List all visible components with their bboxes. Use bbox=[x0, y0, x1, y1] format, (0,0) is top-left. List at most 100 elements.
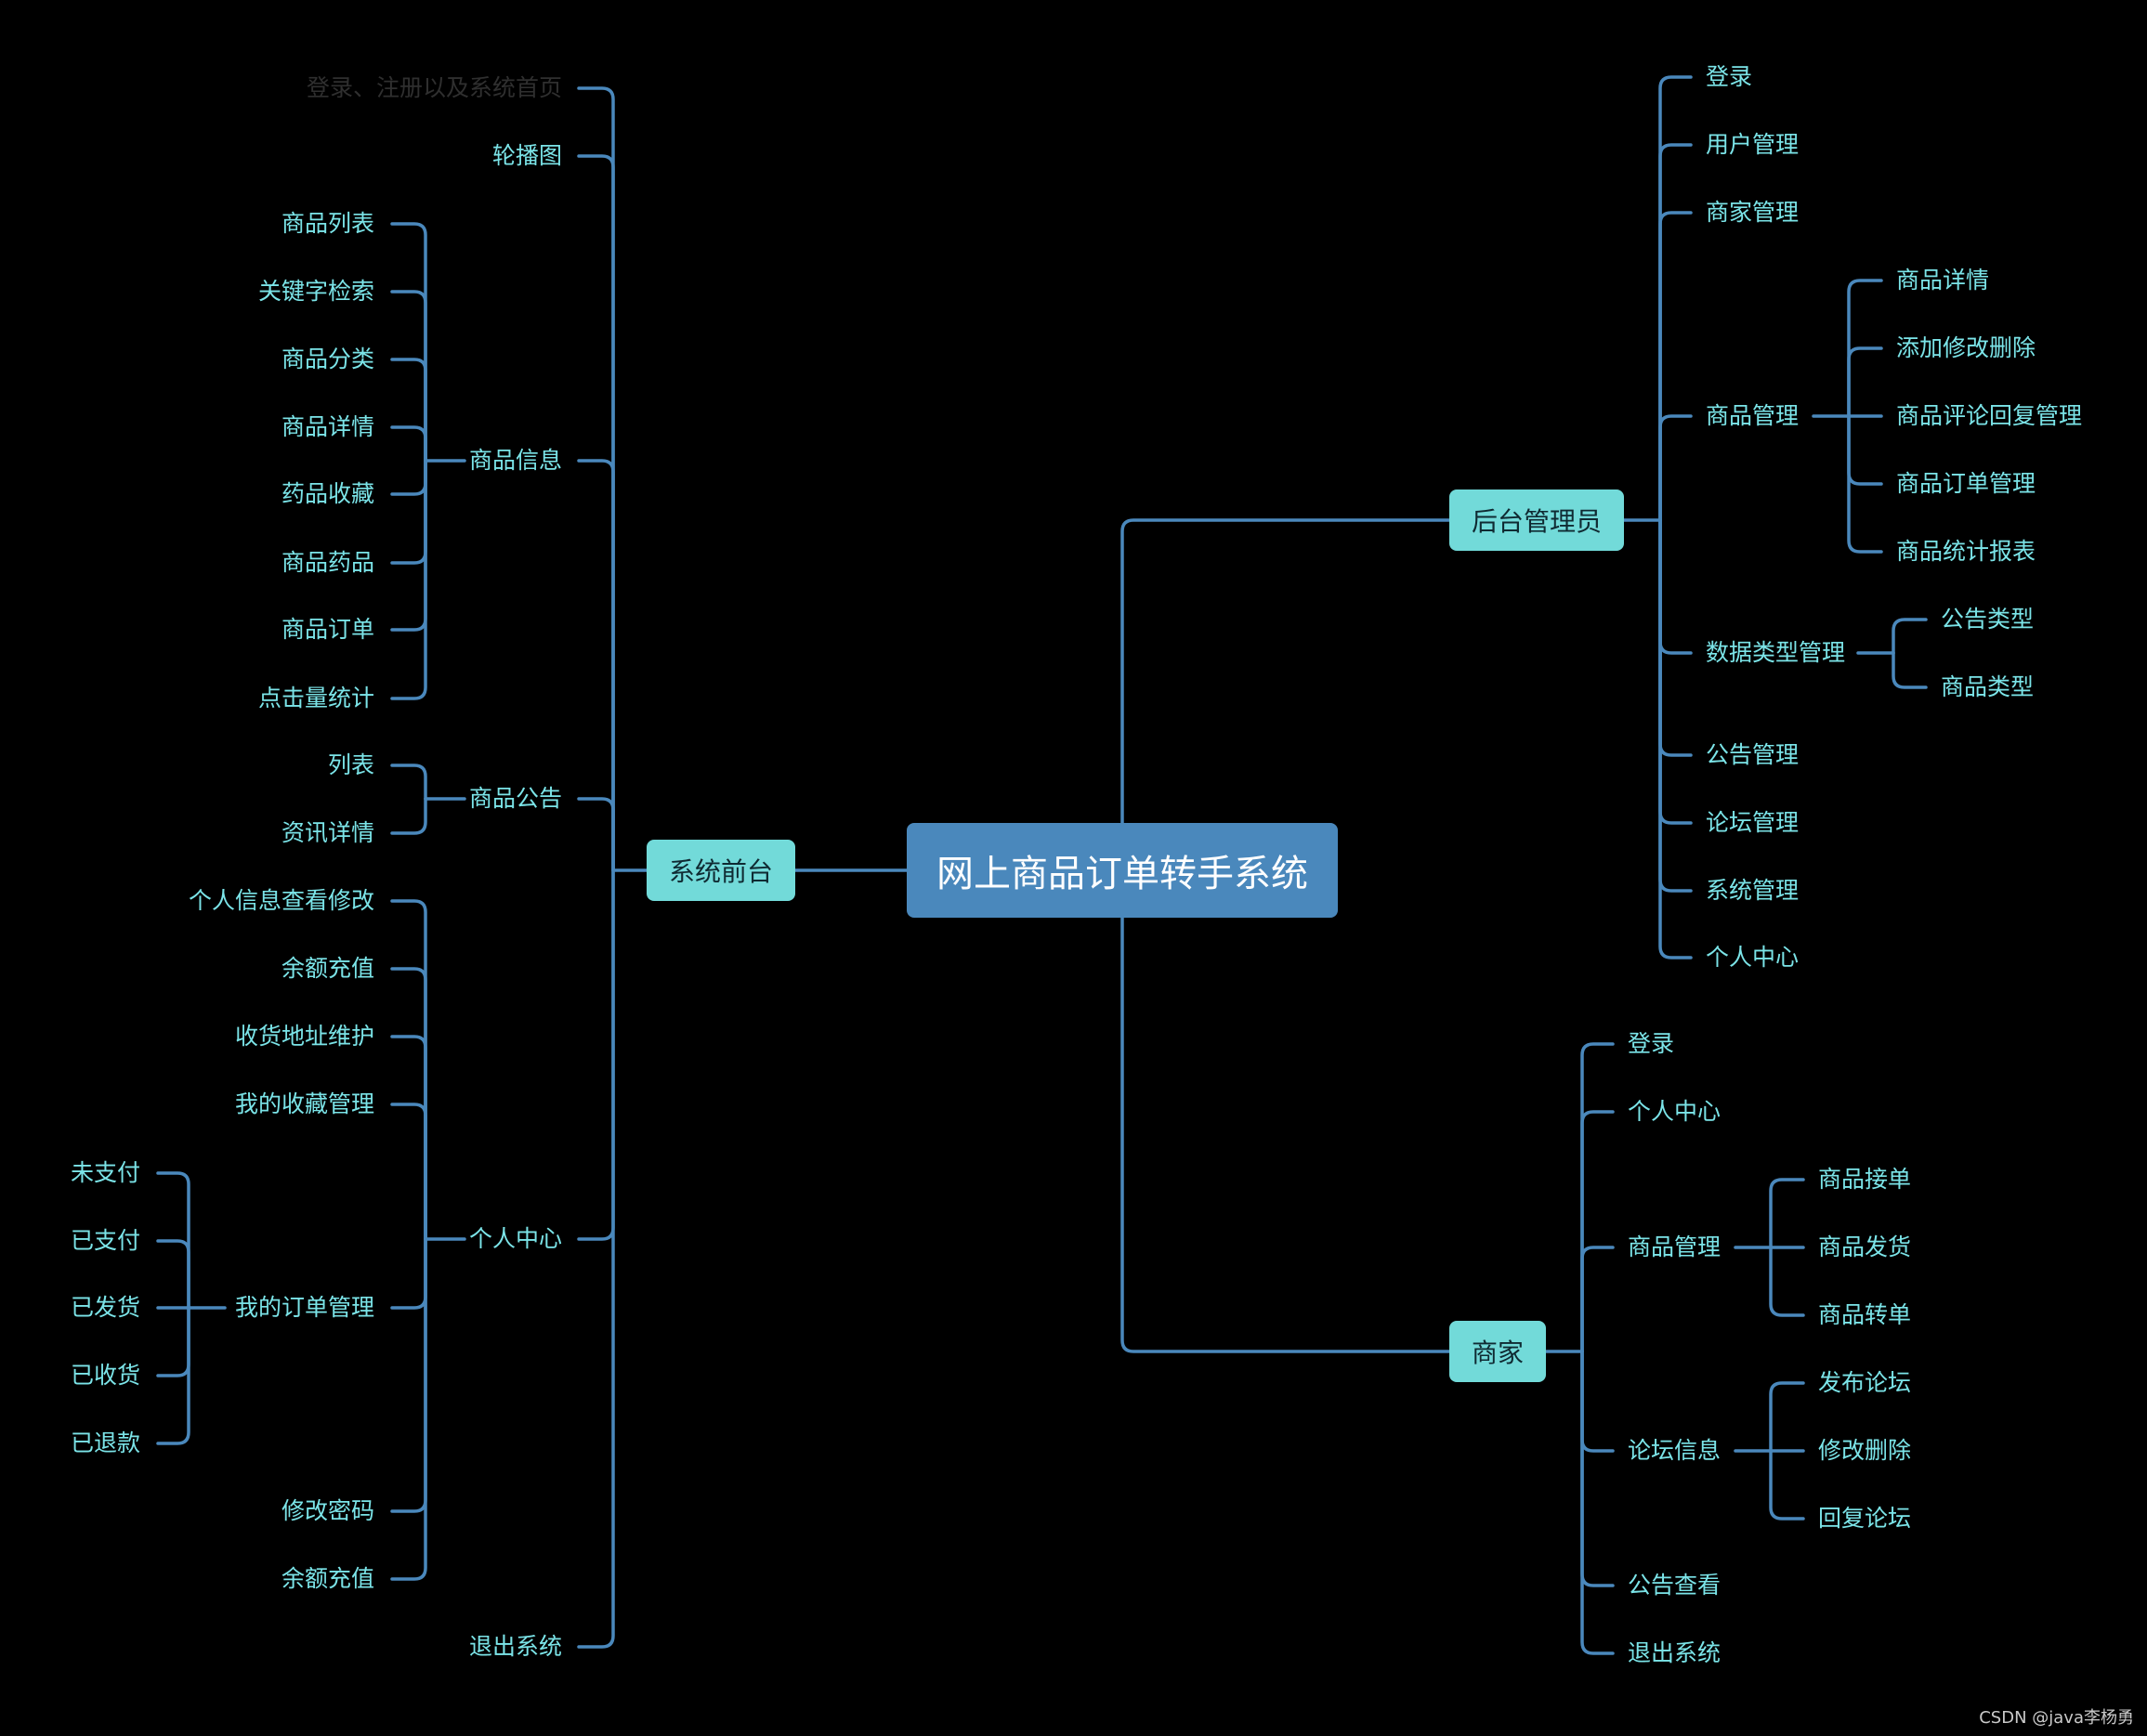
connector-line-32 bbox=[156, 1306, 190, 1377]
connector-line-15 bbox=[390, 459, 427, 632]
merchant-item-3-child-2[interactable]: 回复论坛 bbox=[1818, 1505, 1912, 1532]
connector-line-45 bbox=[1658, 518, 1693, 959]
connector-line-35 bbox=[1120, 916, 1451, 1353]
front-item-4[interactable]: 个人中心 bbox=[468, 1225, 562, 1252]
front-item-2-child-5[interactable]: 商品药品 bbox=[281, 549, 374, 576]
connector-line-3 bbox=[577, 154, 615, 872]
connector-line-25 bbox=[390, 1237, 427, 1310]
connector-line-11 bbox=[390, 358, 427, 463]
connector-line-30 bbox=[156, 1239, 190, 1310]
admin-item-2[interactable]: 商家管理 bbox=[1706, 199, 1800, 226]
admin-item-3-child-2[interactable]: 商品评论回复管理 bbox=[1896, 402, 2083, 429]
admin-item-4-child-1[interactable]: 商品类型 bbox=[1941, 673, 2035, 700]
connector-line-67 bbox=[1769, 1381, 1805, 1453]
merchant-item-3-child-1[interactable]: 修改删除 bbox=[1818, 1437, 1912, 1464]
admin-item-3-child-4[interactable]: 商品统计报表 bbox=[1896, 538, 2036, 565]
connector-line-63 bbox=[1769, 1178, 1805, 1249]
connector-line-19 bbox=[390, 797, 427, 835]
connector-line-33 bbox=[156, 1306, 190, 1445]
front-item-4-child-4-leaf-4[interactable]: 已退款 bbox=[70, 1429, 140, 1456]
admin-item-5[interactable]: 公告管理 bbox=[1706, 741, 1800, 768]
connector-line-12 bbox=[390, 425, 427, 463]
front-item-3-child-1[interactable]: 资讯详情 bbox=[281, 819, 374, 846]
front-item-4-child-4-leaf-0[interactable]: 未支付 bbox=[70, 1159, 140, 1186]
front-item-4-child-4[interactable]: 我的订单管理 bbox=[234, 1294, 374, 1321]
connector-line-22 bbox=[390, 967, 427, 1241]
front-item-4-child-4-leaf-1[interactable]: 已支付 bbox=[70, 1227, 140, 1254]
connector-line-14 bbox=[390, 459, 427, 565]
connector-line-59 bbox=[1580, 1350, 1615, 1453]
front-item-4-child-3[interactable]: 我的收藏管理 bbox=[234, 1090, 374, 1117]
merchant-item-2-child-2[interactable]: 商品转单 bbox=[1818, 1301, 1912, 1328]
merchant-item-2-child-0[interactable]: 商品接单 bbox=[1818, 1166, 1912, 1193]
merchant-item-2[interactable]: 商品管理 bbox=[1628, 1233, 1722, 1260]
admin-item-3-child-3[interactable]: 商品订单管理 bbox=[1896, 470, 2036, 497]
connector-line-16 bbox=[390, 459, 427, 700]
root-node[interactable]: 网上商品订单转手系统 bbox=[907, 823, 1338, 918]
admin-item-0[interactable]: 登录 bbox=[1706, 63, 1753, 90]
connector-line-50 bbox=[1847, 414, 1883, 486]
branch-node-merchant[interactable]: 商家 bbox=[1449, 1321, 1546, 1382]
front-item-2-child-6[interactable]: 商品订单 bbox=[281, 616, 374, 643]
connector-line-5 bbox=[577, 797, 615, 872]
front-item-3[interactable]: 商品公告 bbox=[468, 785, 562, 812]
connector-line-56 bbox=[1580, 1042, 1615, 1353]
front-item-4-child-2[interactable]: 收货地址维护 bbox=[234, 1023, 374, 1050]
connector-line-27 bbox=[390, 1237, 427, 1581]
admin-item-3[interactable]: 商品管理 bbox=[1706, 402, 1800, 429]
front-item-2[interactable]: 商品信息 bbox=[468, 447, 562, 474]
connector-line-26 bbox=[390, 1237, 427, 1513]
front-item-4-child-5[interactable]: 修改密码 bbox=[281, 1497, 374, 1524]
merchant-item-0[interactable]: 登录 bbox=[1628, 1030, 1675, 1057]
connector-line-65 bbox=[1769, 1246, 1805, 1317]
merchant-item-3[interactable]: 论坛信息 bbox=[1628, 1437, 1722, 1464]
admin-item-4[interactable]: 数据类型管理 bbox=[1706, 639, 1846, 666]
front-item-4-child-4-leaf-3[interactable]: 已收货 bbox=[70, 1362, 140, 1389]
branch-node-admin[interactable]: 后台管理员 bbox=[1449, 489, 1624, 551]
merchant-item-3-child-0[interactable]: 发布论坛 bbox=[1818, 1369, 1912, 1396]
connector-line-9 bbox=[390, 222, 427, 463]
connector-line-69 bbox=[1769, 1449, 1805, 1521]
connector-line-39 bbox=[1658, 211, 1693, 522]
front-item-4-child-6[interactable]: 余额充值 bbox=[281, 1565, 374, 1592]
front-item-2-child-1[interactable]: 关键字检索 bbox=[257, 278, 374, 305]
front-item-3-child-0[interactable]: 列表 bbox=[327, 751, 374, 778]
front-item-2-child-0[interactable]: 商品列表 bbox=[281, 210, 374, 237]
front-item-0[interactable]: 登录、注册以及系统首页 bbox=[306, 74, 562, 101]
front-item-4-child-1[interactable]: 余额充值 bbox=[281, 955, 374, 982]
connector-line-6 bbox=[577, 868, 615, 1241]
connector-line-44 bbox=[1658, 518, 1693, 893]
connector-line-57 bbox=[1580, 1110, 1615, 1353]
connector-line-10 bbox=[390, 290, 427, 463]
connector-line-24 bbox=[390, 1103, 427, 1241]
admin-item-7[interactable]: 系统管理 bbox=[1706, 877, 1800, 904]
admin-item-8[interactable]: 个人中心 bbox=[1706, 944, 1800, 971]
connector-line-41 bbox=[1658, 518, 1693, 655]
admin-item-1[interactable]: 用户管理 bbox=[1706, 131, 1800, 158]
front-item-2-child-3[interactable]: 商品详情 bbox=[281, 413, 374, 440]
merchant-item-4[interactable]: 公告查看 bbox=[1628, 1572, 1722, 1599]
connector-line-48 bbox=[1847, 346, 1883, 418]
merchant-item-5[interactable]: 退出系统 bbox=[1628, 1639, 1722, 1666]
admin-item-3-child-0[interactable]: 商品详情 bbox=[1896, 267, 1990, 294]
connector-line-58 bbox=[1580, 1246, 1615, 1353]
merchant-item-2-child-1[interactable]: 商品发货 bbox=[1818, 1233, 1912, 1260]
connector-line-47 bbox=[1847, 279, 1883, 418]
front-item-4-child-4-leaf-2[interactable]: 已发货 bbox=[70, 1294, 140, 1321]
admin-item-4-child-0[interactable]: 公告类型 bbox=[1941, 606, 2035, 633]
connector-line-43 bbox=[1658, 518, 1693, 825]
front-item-4-child-0[interactable]: 个人信息查看修改 bbox=[188, 887, 374, 914]
connector-line-42 bbox=[1658, 518, 1693, 757]
front-item-2-child-4[interactable]: 药品收藏 bbox=[281, 480, 374, 507]
merchant-item-1[interactable]: 个人中心 bbox=[1628, 1098, 1722, 1125]
front-item-2-child-7[interactable]: 点击量统计 bbox=[257, 685, 374, 711]
connector-line-21 bbox=[390, 899, 427, 1241]
front-item-1[interactable]: 轮播图 bbox=[491, 142, 562, 169]
front-item-5[interactable]: 退出系统 bbox=[468, 1633, 562, 1660]
admin-item-6[interactable]: 论坛管理 bbox=[1706, 809, 1800, 836]
branch-node-front[interactable]: 系统前台 bbox=[647, 840, 795, 901]
admin-item-3-child-1[interactable]: 添加修改删除 bbox=[1896, 334, 2036, 361]
connector-line-61 bbox=[1580, 1350, 1615, 1655]
front-item-2-child-2[interactable]: 商品分类 bbox=[281, 346, 374, 372]
connector-line-38 bbox=[1658, 143, 1693, 522]
